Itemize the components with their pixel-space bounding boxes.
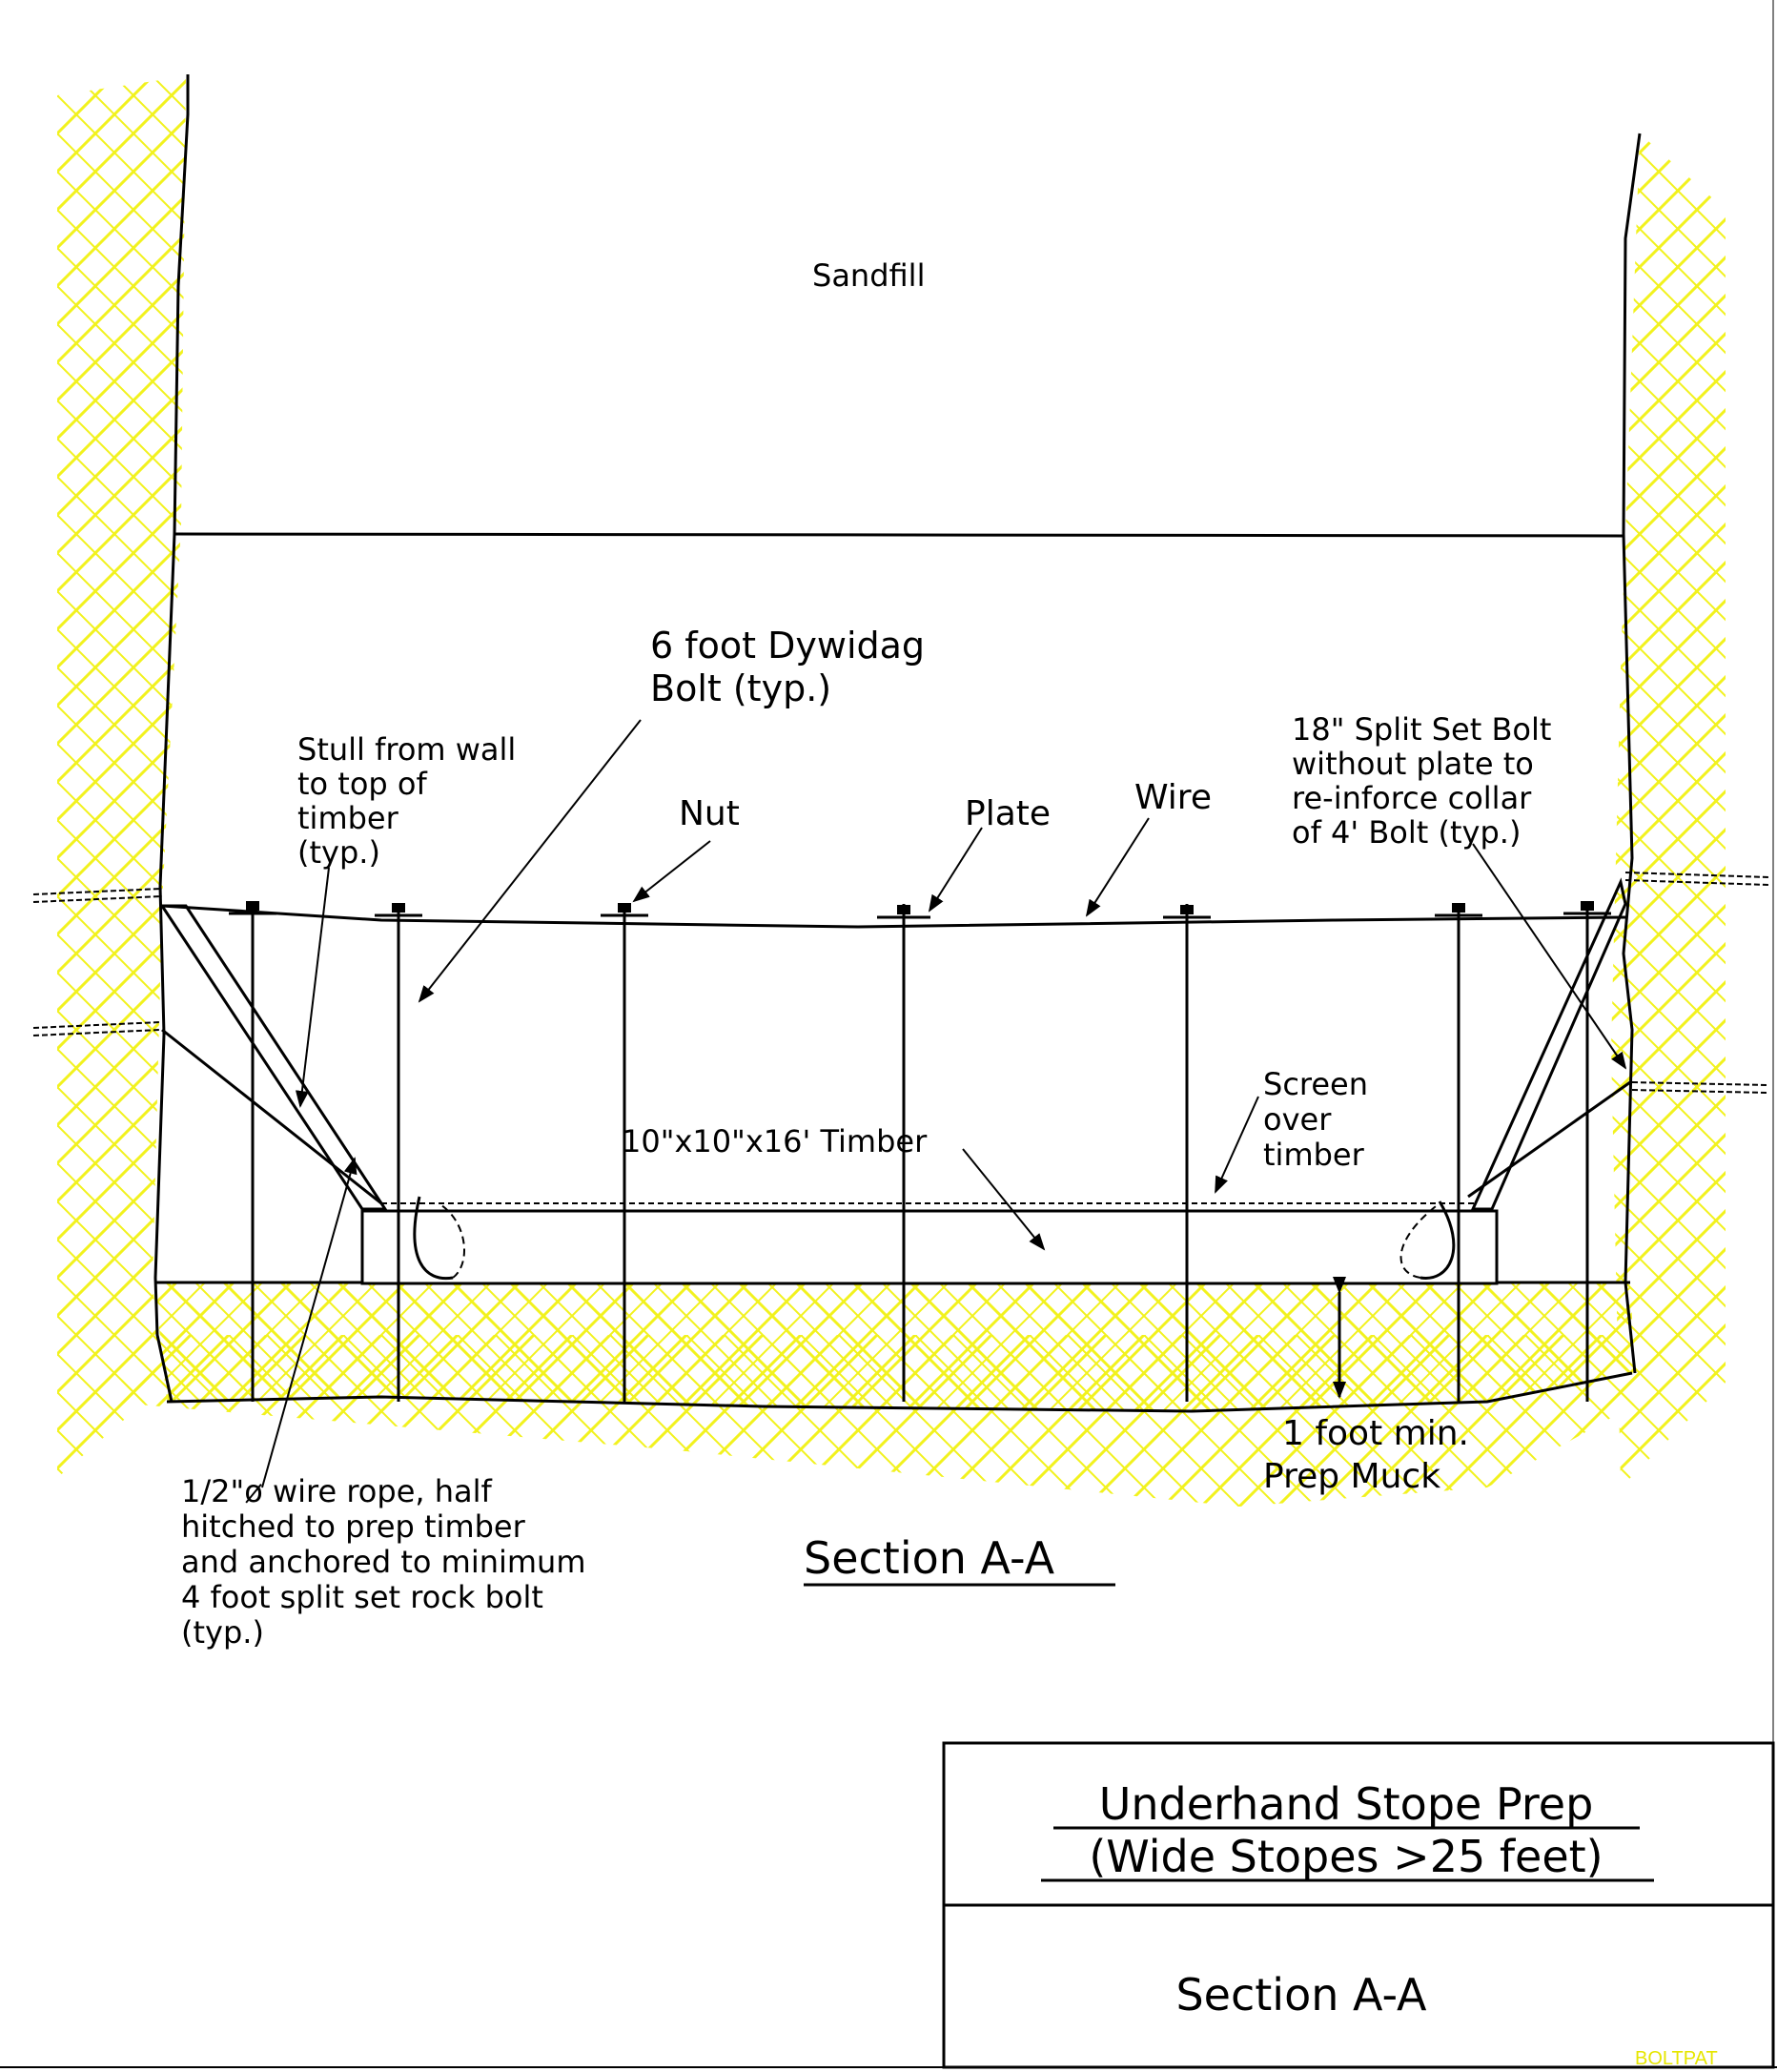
prep-muck-layer	[154, 1282, 1635, 1411]
stull-label: Stull from wall to top of timber (typ.)	[297, 731, 525, 871]
prep-timber	[360, 1209, 1499, 1285]
nut-label: Nut	[679, 794, 740, 833]
left-stull	[159, 904, 388, 1211]
screen-label: Screen over timber	[1263, 1066, 1378, 1173]
bolt-3	[601, 903, 648, 1402]
right-rope-dash	[1399, 1202, 1440, 1279]
left-wall-line	[153, 74, 190, 1403]
bolt-2	[375, 903, 422, 1402]
bolt-1	[229, 901, 276, 1402]
sandfill-label: Sandfill	[812, 257, 925, 294]
right-stull	[1470, 877, 1627, 1211]
section-label: Section A-A	[804, 1532, 1055, 1584]
timber-label: 10"x10"x16' Timber	[622, 1123, 928, 1159]
bolt-4	[877, 904, 930, 1402]
dywidag-label: 6 foot Dywidag Bolt (typ.)	[650, 625, 936, 709]
dywidag-bolts	[229, 901, 1611, 1402]
right-wall-line	[1622, 133, 1642, 1374]
sandfill-base-line	[174, 532, 1624, 538]
right-rock-wall	[1611, 133, 1726, 1487]
split-set-label: 18" Split Set Bolt without plate to re-i…	[1292, 711, 1562, 851]
wire-rope-label: 1/2"ø wire rope, half hitched to prep ti…	[181, 1473, 596, 1651]
title-line-1: Underhand Stope Prep	[1099, 1778, 1594, 1830]
prep-muck-label: 1 foot min. Prep Muck	[1263, 1414, 1480, 1496]
bolt-7	[1563, 901, 1611, 1402]
left-rock-wall	[57, 76, 186, 1478]
title-line-2: (Wide Stopes >25 feet)	[1089, 1831, 1603, 1882]
wire-label: Wire	[1134, 778, 1212, 817]
leader-lines	[261, 719, 1627, 1488]
plate-label: Plate	[965, 794, 1051, 833]
bolt-5	[1163, 904, 1211, 1402]
title-section: Section A-A	[1175, 1969, 1427, 2021]
wall-bolts	[32, 872, 1769, 1094]
right-wire-rope	[1420, 1080, 1631, 1280]
stamp-text: BOLTPAT	[1635, 2048, 1718, 2069]
muck-bottom-line	[166, 1371, 1633, 1413]
title-block: Underhand Stope Prep (Wide Stopes >25 fe…	[942, 1741, 1775, 2069]
wire-line	[161, 904, 1626, 929]
bolt-6	[1435, 903, 1482, 1402]
left-rope-dash	[438, 1202, 465, 1279]
